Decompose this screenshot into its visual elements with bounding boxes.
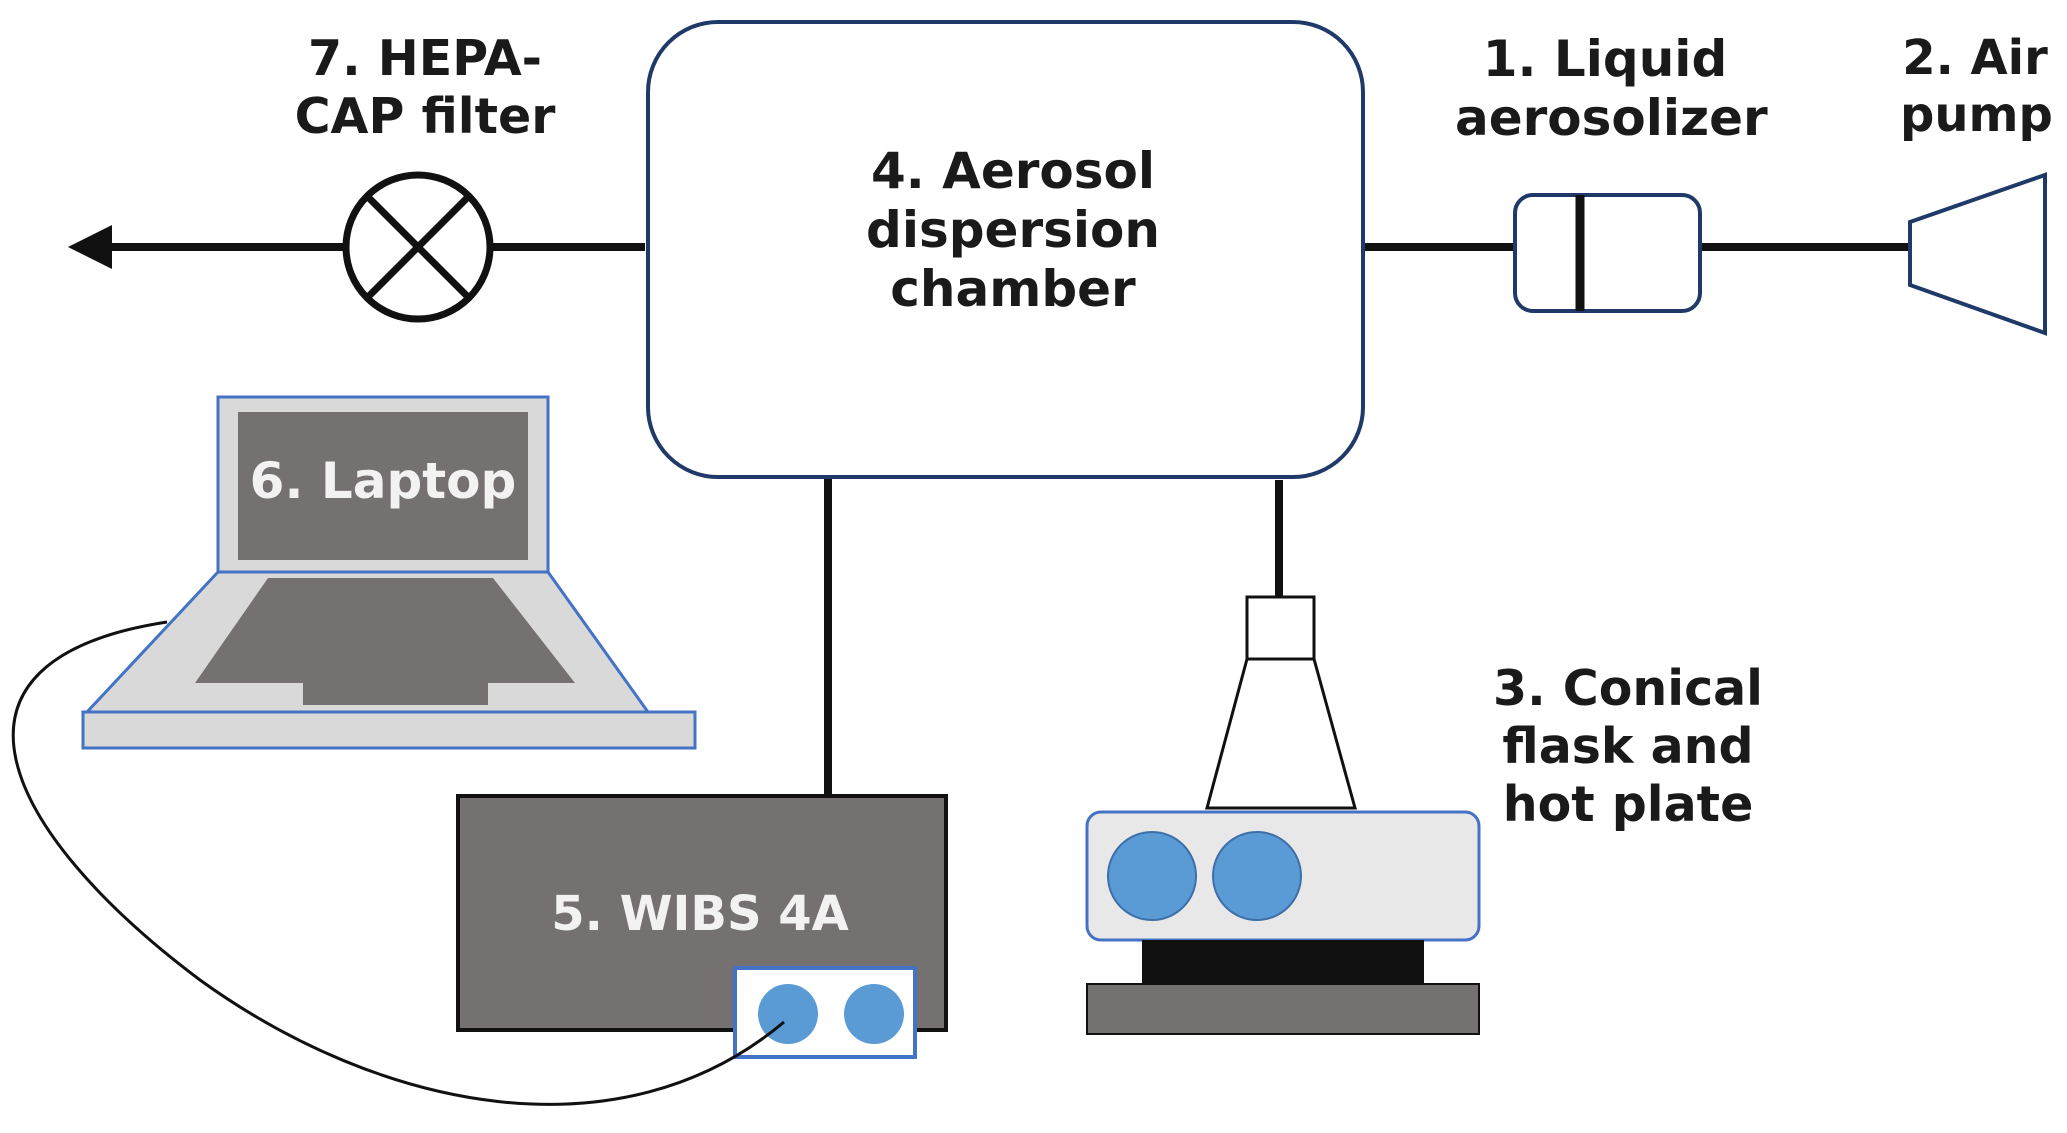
hepa-filter-label-line-2: CAP filter — [294, 87, 556, 145]
air-pump-icon — [1908, 172, 2047, 336]
laptop-label: 6. Laptop — [238, 452, 528, 511]
flask-hotplate-label-line-2: flask and — [1502, 717, 1754, 775]
aerosolizer-label-line-2: aerosolizer — [1455, 89, 1768, 147]
conical-flask-icon — [1205, 595, 1357, 810]
wibs-label-text: 5. WIBS 4A — [551, 886, 849, 942]
wibs-label: 5. WIBS 4A — [510, 886, 890, 943]
laptop-label-text: 6. Laptop — [249, 452, 517, 510]
laptop-icon — [81, 395, 697, 750]
air-pump-label-line-1: 2. Air — [1902, 30, 2048, 86]
flask-hotplate-label-line-1: 3. Conical — [1493, 660, 1763, 717]
aerosolizer-label-line-1: 1. Liquid — [1482, 30, 1728, 88]
aerosolizer-icon — [1513, 193, 1702, 313]
aerosol-chamber-label-line-1: 4. Aerosol — [870, 142, 1156, 200]
air-pump-label: 2. Air pump — [1900, 30, 2053, 143]
hepa-filter-label: 7. HEPA- CAP filter — [290, 30, 560, 146]
hot-plate-icon — [1085, 810, 1481, 1035]
hepa-filter-icon — [342, 171, 494, 323]
exhaust-arrow-head — [68, 225, 112, 269]
flask-hotplate-label: 3. Conical flask and hot plate — [1478, 660, 1778, 833]
air-pump-label-line-2: pump — [1900, 86, 2053, 143]
aerosol-chamber-label: 4. Aerosol dispersion chamber — [848, 142, 1178, 319]
laptop-wibs-cable — [11, 620, 785, 1106]
hepa-filter-label-line-1: 7. HEPA- — [308, 30, 542, 87]
aerosolizer-label: 1. Liquid aerosolizer — [1455, 30, 1768, 148]
aerosol-chamber-label-line-2: dispersion — [866, 201, 1160, 259]
aerosol-chamber-box — [646, 20, 1365, 479]
flask-hotplate-label-line-3: hot plate — [1502, 775, 1754, 833]
aerosol-chamber-label-line-3: chamber — [890, 260, 1136, 318]
